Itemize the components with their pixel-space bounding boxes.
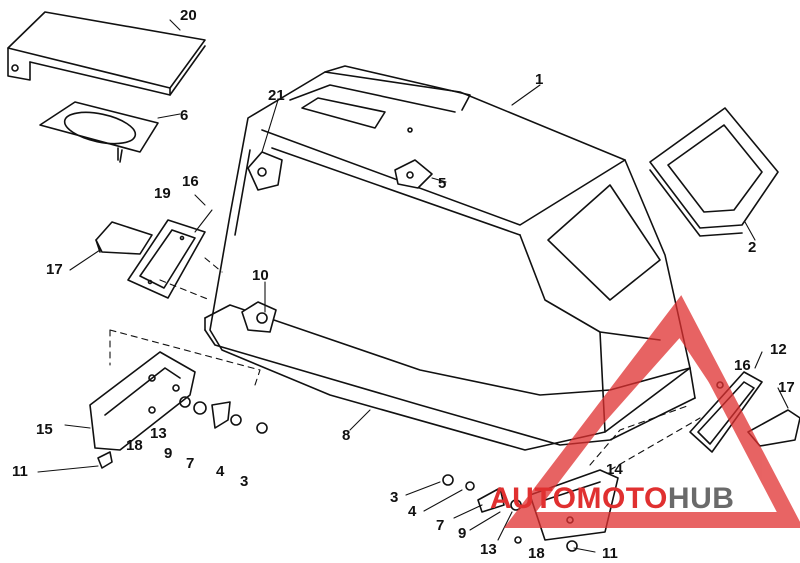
callout-11-right: 11: [602, 545, 618, 562]
callout-9-left: 9: [164, 445, 173, 462]
watermark-text-moto: MOTO: [576, 482, 668, 515]
callout-1: 1: [535, 71, 544, 88]
left-handle: [95, 221, 153, 255]
callout-20: 20: [180, 7, 197, 24]
left-side-plate: [127, 219, 206, 299]
callout-15: 15: [36, 421, 53, 438]
callout-7-right: 7: [436, 517, 445, 534]
callout-18-left: 18: [126, 437, 143, 454]
callout-3-right: 3: [390, 489, 399, 506]
callout-2: 2: [748, 239, 757, 256]
callout-13-left: 13: [150, 425, 167, 442]
assembly-guides: [109, 257, 701, 471]
callout-10: 10: [252, 267, 269, 284]
callout-18-right: 18: [528, 545, 545, 562]
callout-16-left: 16: [182, 173, 199, 190]
callout-4-left: 4: [216, 463, 225, 480]
callout-8: 8: [342, 427, 351, 444]
callout-12: 12: [770, 341, 787, 358]
callout-21: 21: [268, 87, 285, 104]
watermark-triangle: [503, 295, 800, 528]
watermark-logo: AUTOMOTOHUB: [490, 482, 734, 516]
callout-16-right: 16: [734, 357, 751, 374]
callout-17-right: 17: [778, 379, 795, 396]
left-bracket: [89, 351, 196, 451]
callout-19: 19: [154, 185, 171, 202]
callout-7-left: 7: [186, 455, 195, 472]
seal-ring: [39, 101, 159, 163]
callout-17-left: 17: [46, 261, 63, 278]
callout-9-right: 9: [458, 525, 467, 542]
callout-13-right: 13: [480, 541, 497, 558]
callout-3-left: 3: [240, 473, 249, 490]
callout-4-right: 4: [408, 503, 417, 520]
callout-5: 5: [438, 175, 447, 192]
watermark-text-auto: AUTO: [490, 482, 577, 515]
callout-11-left: 11: [12, 463, 28, 480]
top-cover-lid: [7, 11, 206, 96]
callout-6: 6: [180, 107, 189, 124]
watermark-text-hub: HUB: [667, 482, 735, 515]
callout-14: 14: [606, 461, 623, 478]
side-window-frame: [649, 107, 779, 237]
left-hardware: [97, 396, 268, 469]
leader-lines: [37, 19, 789, 553]
